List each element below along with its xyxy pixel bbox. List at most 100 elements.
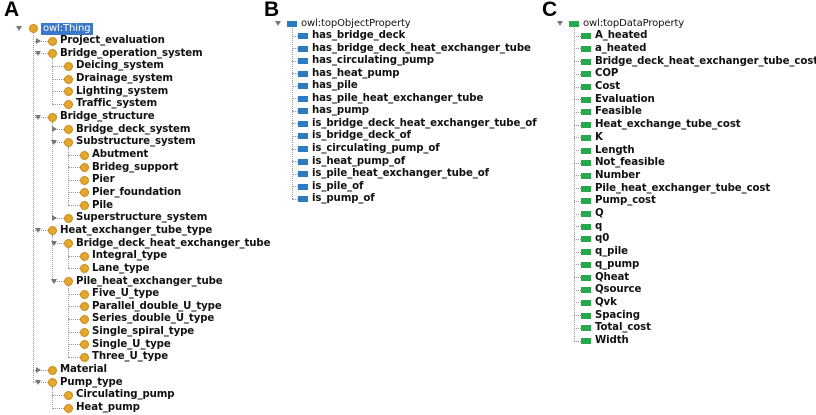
tree-node-has-bridge-deck-heat-exchanger-tube[interactable]: has_bridge_deck_heat_exchanger_tube <box>298 42 531 55</box>
tree-node-cost[interactable]: Cost <box>581 81 620 94</box>
collapse-arrow-icon[interactable] <box>51 241 57 247</box>
tree-node-has-heat-pump[interactable]: has_heat_pump <box>298 67 400 80</box>
tree-node-qsource[interactable]: Qsource <box>581 284 641 297</box>
tree-node-single-spiral-type[interactable]: Single_spiral_type <box>80 326 194 339</box>
tree-node-bridge-deck-system[interactable]: Bridge_deck_system <box>64 123 190 136</box>
expand-arrow-icon[interactable] <box>52 126 57 133</box>
tree-node-is-bridge-deck-heat-exchanger-tube-of[interactable]: is_bridge_deck_heat_exchanger_tube_of <box>298 117 537 130</box>
tree-node-has-pile-heat-exchanger-tube[interactable]: has_pile_heat_exchanger_tube <box>298 92 483 105</box>
tree-node-is-bridge-deck-of[interactable]: is_bridge_deck_of <box>298 130 411 143</box>
collapse-arrow-icon[interactable] <box>35 380 41 386</box>
tree-node-material[interactable]: Material <box>48 364 107 377</box>
tree-node-heat-exchanger-tube-type[interactable]: Heat_exchanger_tube_type <box>48 224 212 237</box>
tree-node-is-pump-of[interactable]: is_pump_of <box>298 193 375 206</box>
tree-node-length[interactable]: Length <box>581 144 635 157</box>
collapse-arrow-icon[interactable] <box>275 21 281 26</box>
tree-node-is-pile-heat-exchanger-tube-of[interactable]: is_pile_heat_exchanger_tube_of <box>298 168 489 181</box>
tree-node-drainage-system[interactable]: Drainage_system <box>64 73 173 86</box>
tree-node-brideg-support[interactable]: Brideg_support <box>80 161 178 174</box>
collapse-arrow-icon[interactable] <box>51 139 57 145</box>
tree-node-a-heated[interactable]: A_heated <box>581 30 647 43</box>
collapse-arrow-icon[interactable] <box>35 228 41 234</box>
tree-node-project-evaluation[interactable]: Project_evaluation <box>48 35 165 48</box>
collapse-arrow-icon[interactable] <box>51 279 57 284</box>
tree-node-five-u-type[interactable]: Five_U_type <box>80 288 159 301</box>
tree-connector <box>292 60 298 62</box>
tree-node-q-pump[interactable]: q_pump <box>581 258 639 271</box>
tree-node-heat-exchange-tube-cost[interactable]: Heat_exchange_tube_cost <box>581 119 741 132</box>
class-icon <box>48 36 57 46</box>
tree-node-pier[interactable]: Pier <box>80 174 115 187</box>
tree-node-has-pump[interactable]: has_pump <box>298 105 369 118</box>
tree-node-deicing-system[interactable]: Deicing_system <box>64 60 164 73</box>
tree-node-q[interactable]: Q <box>581 208 604 221</box>
tree-node-owl-topobjectproperty[interactable]: owl:topObjectProperty <box>287 17 411 30</box>
tree-node-total-cost[interactable]: Total_cost <box>581 322 651 335</box>
tree-node-bridge-deck-heat-exchanger-tube-cost[interactable]: Bridge_deck_heat_exchanger_tube_cost <box>581 55 816 68</box>
tree-connector <box>574 277 581 278</box>
class-icon <box>80 163 89 173</box>
tree-node-integral-type[interactable]: Integral_type <box>80 250 167 263</box>
data-property-icon <box>581 274 591 281</box>
tree-connector <box>68 255 80 257</box>
tree-node-single-u-type[interactable]: Single_U_type <box>80 338 171 351</box>
tree-node-bridge-operation-system[interactable]: Bridge_operation_system <box>48 47 203 60</box>
tree-node-parallel-double-u-type[interactable]: Parallel_double_U_type <box>80 300 222 313</box>
tree-node-substructure-system[interactable]: Substructure_system <box>64 136 196 149</box>
tree-node-circulating-pump[interactable]: Circulating_pump <box>64 389 175 402</box>
class-icon <box>64 390 73 400</box>
tree-node-pile-heat-exchanger-tube-cost[interactable]: Pile_heat_exchanger_tube_cost <box>581 182 770 195</box>
tree-node-owl-thing[interactable]: owl:Thing <box>29 22 94 35</box>
expand-arrow-icon[interactable] <box>36 37 41 44</box>
tree-node-lane-type[interactable]: Lane_type <box>80 262 150 275</box>
tree-node-pile-heat-exchanger-tube[interactable]: Pile_heat_exchanger_tube <box>64 275 223 288</box>
tree-node-evaluation[interactable]: Evaluation <box>581 93 655 106</box>
tree-connector <box>574 61 581 63</box>
tree-node-has-circulating-pump[interactable]: has_circulating_pump <box>298 55 434 68</box>
tree-node-feasible[interactable]: Feasible <box>581 106 642 119</box>
tree-node-qvk[interactable]: Qvk <box>581 296 617 309</box>
collapse-arrow-icon[interactable] <box>557 21 563 26</box>
node-label: Qheat <box>595 271 630 283</box>
tree-node-pump-type[interactable]: Pump_type <box>48 376 123 389</box>
tree-node-three-u-type[interactable]: Three_U_type <box>80 351 168 364</box>
tree-node-is-pile-of[interactable]: is_pile_of <box>298 180 363 193</box>
tree-node-pier-foundation[interactable]: Pier_foundation <box>80 186 181 199</box>
tree-node-a-heated[interactable]: a_heated <box>581 42 646 55</box>
tree-node-bridge-structure[interactable]: Bridge_structure <box>48 111 155 124</box>
tree-node-superstructure-system[interactable]: Superstructure_system <box>64 212 207 225</box>
tree-node-is-circulating-pump-of[interactable]: is_circulating_pump_of <box>298 143 440 156</box>
tree-node-width[interactable]: Width <box>581 335 629 348</box>
tree-node-pump-cost[interactable]: Pump_cost <box>581 195 656 208</box>
tree-node-q0[interactable]: q0 <box>581 233 609 246</box>
tree-node-spacing[interactable]: Spacing <box>581 309 640 322</box>
tree-node-series-double-u-type[interactable]: Series_double_U_type <box>80 313 214 326</box>
tree-node-bridge-deck-heat-exchanger-tube[interactable]: Bridge_deck_heat_exchanger_tube <box>64 237 271 250</box>
tree-node-number[interactable]: Number <box>581 169 640 182</box>
tree-node-cop[interactable]: COP <box>581 68 618 81</box>
tree-node-pile[interactable]: Pile <box>80 199 113 212</box>
tree-node-q-pile[interactable]: q_pile <box>581 246 628 259</box>
tree-connector <box>52 387 53 408</box>
tree-node-lighting-system[interactable]: Lighting_system <box>64 85 168 98</box>
tree-node-q[interactable]: q <box>581 220 602 233</box>
tree-node-k[interactable]: K <box>581 131 603 144</box>
expand-arrow-icon[interactable] <box>36 366 41 373</box>
tree-node-is-heat-pump-of[interactable]: is_heat_pump_of <box>298 155 405 168</box>
tree-node-traffic-system[interactable]: Traffic_system <box>64 98 157 111</box>
tree-node-has-pile[interactable]: has_pile <box>298 80 358 93</box>
tree-node-not-feasible[interactable]: Not_feasible <box>581 157 665 170</box>
tree-node-has-bridge-deck[interactable]: has_bridge_deck <box>298 30 405 43</box>
tree-node-owl-topdataproperty[interactable]: owl:topDataProperty <box>569 17 684 30</box>
tree-node-heat-pump[interactable]: Heat_pump <box>64 402 140 415</box>
tree-connector <box>68 205 80 207</box>
class-icon <box>80 340 89 350</box>
collapse-arrow-icon[interactable] <box>16 26 22 31</box>
collapse-arrow-icon[interactable] <box>35 114 41 120</box>
node-label: Length <box>595 144 635 156</box>
expand-arrow-icon[interactable] <box>52 214 57 221</box>
collapse-arrow-icon[interactable] <box>35 51 41 57</box>
tree-node-qheat[interactable]: Qheat <box>581 271 629 284</box>
class-icon <box>48 226 57 236</box>
tree-node-abutment[interactable]: Abutment <box>80 149 148 162</box>
